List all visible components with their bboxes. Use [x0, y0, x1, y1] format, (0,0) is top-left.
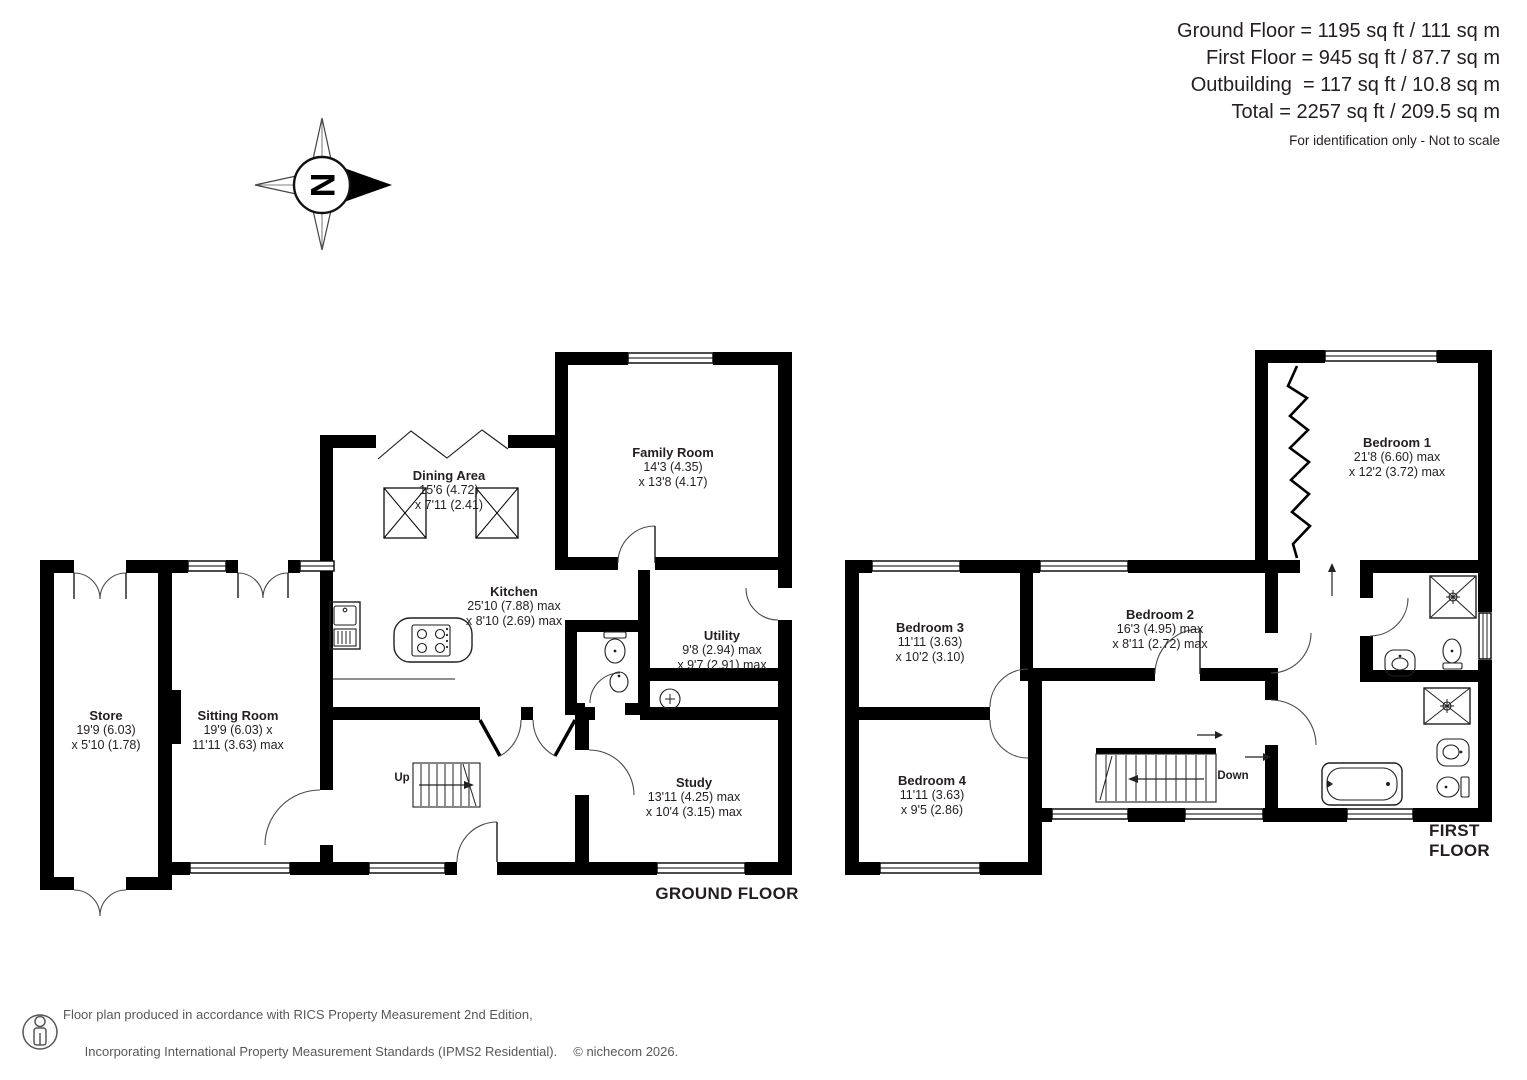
ground-floor-title: GROUND FLOOR [655, 884, 799, 903]
direction-arrow-icon [1197, 563, 1336, 761]
first-floor-windows [871, 350, 1438, 874]
first-floor-title: FIRST FLOOR [1429, 821, 1491, 860]
person-icon [22, 1014, 58, 1050]
stairs-down-label: Down [1217, 770, 1249, 782]
room-label-study: Study 13'11 (4.25) max x 10'4 (3.15) max [645, 775, 743, 820]
room-label-bedroom-2: Bedroom 2 16'3 (4.95) max x 8'11 (2.72) … [1112, 607, 1208, 652]
window [1039, 560, 1129, 572]
first-floor-plan [845, 350, 1492, 875]
window [871, 560, 961, 572]
bedroom1-zigzag-wall [1286, 365, 1312, 559]
room-label-bedroom-3: Bedroom 3 11'11 (3.63) x 10'2 (3.10) [895, 620, 965, 665]
toilet-icon [1436, 776, 1470, 798]
footer-copyright: © nichecom 2026. [573, 1043, 679, 1059]
area-line-total: Total = 2257 sq ft / 209.5 sq m [1231, 101, 1501, 123]
room-label-store: Store 19'9 (6.03) x 5'10 (1.78) [71, 708, 141, 753]
toilet-icon [603, 631, 627, 664]
room-label-bedroom-4: Bedroom 4 11'11 (3.63) x 9'5 (2.86) [898, 773, 966, 818]
window [189, 862, 291, 874]
bath-icon [1321, 762, 1403, 806]
window [1051, 808, 1129, 820]
window [368, 862, 446, 874]
compass-letter: N [303, 173, 341, 198]
ground-floor-plan [40, 352, 792, 917]
room-label-dining-area: Dining Area 15'6 (4.72) x 7'11 (2.41) [412, 468, 486, 513]
skylight-icon [383, 487, 427, 539]
room-label-utility: Utility 9'8 (2.94) max x 9'7 (2.91) max [677, 628, 767, 673]
window [1324, 350, 1438, 362]
stairs-down [1095, 748, 1217, 803]
room-label-sitting-room: Sitting Room 19'9 (6.03) x 11'11 (3.63) … [192, 708, 284, 753]
window [656, 862, 746, 874]
dining-open-edge [377, 429, 509, 460]
basin-icon [609, 671, 629, 693]
area-line-outbuilding: Outbuilding = 117 sq ft / 10.8 sq m [1190, 74, 1500, 96]
toilet-icon [1442, 638, 1463, 670]
stairs-up-label: Up [394, 772, 410, 784]
window [1346, 808, 1414, 820]
compass-rose-icon: N [254, 117, 392, 251]
kitchen-sink-icon [329, 601, 361, 650]
stairs-up [412, 762, 481, 808]
first-floor-walls [845, 350, 1492, 875]
window [1184, 808, 1264, 820]
area-summary: Ground Floor = 1195 sq ft / 111 sq m Fir… [1177, 18, 1500, 149]
shower-icon [1429, 575, 1477, 619]
scale-note: For identification only - Not to scale [1289, 133, 1500, 148]
boiler-icon [659, 688, 681, 710]
ground-floor-doors [73, 525, 779, 917]
first-floor-doors [989, 597, 1409, 759]
shower-icon [1423, 687, 1471, 725]
window [879, 862, 981, 874]
window [627, 352, 714, 364]
ground-floor-windows [187, 352, 746, 874]
basin-icon [1436, 738, 1470, 767]
room-label-bedroom-1: Bedroom 1 21'8 (6.60) max x 12'2 (3.72) … [1348, 435, 1446, 480]
room-label-family-room: Family Room 14'3 (4.35) x 13'8 (4.17) [632, 445, 714, 490]
towel-radiator-icon [1478, 612, 1492, 660]
window [187, 560, 227, 572]
ground-floor-walls [40, 352, 792, 890]
skylight-icon [475, 487, 519, 539]
footer-line-2: Incorporating International Property Mea… [84, 1043, 558, 1059]
hob-island-icon [333, 617, 473, 680]
window [299, 560, 335, 572]
area-line-ground: Ground Floor = 1195 sq ft / 111 sq m [1177, 20, 1500, 42]
footer-disclaimer: Floor plan produced in accordance with R… [63, 1006, 678, 1080]
footer-line-1: Floor plan produced in accordance with R… [63, 1007, 533, 1022]
basin-icon [1384, 649, 1416, 677]
room-label-kitchen: Kitchen 25'10 (7.88) max x 8'10 (2.69) m… [465, 584, 563, 629]
area-line-first: First Floor = 945 sq ft / 87.7 sq m [1205, 47, 1500, 69]
